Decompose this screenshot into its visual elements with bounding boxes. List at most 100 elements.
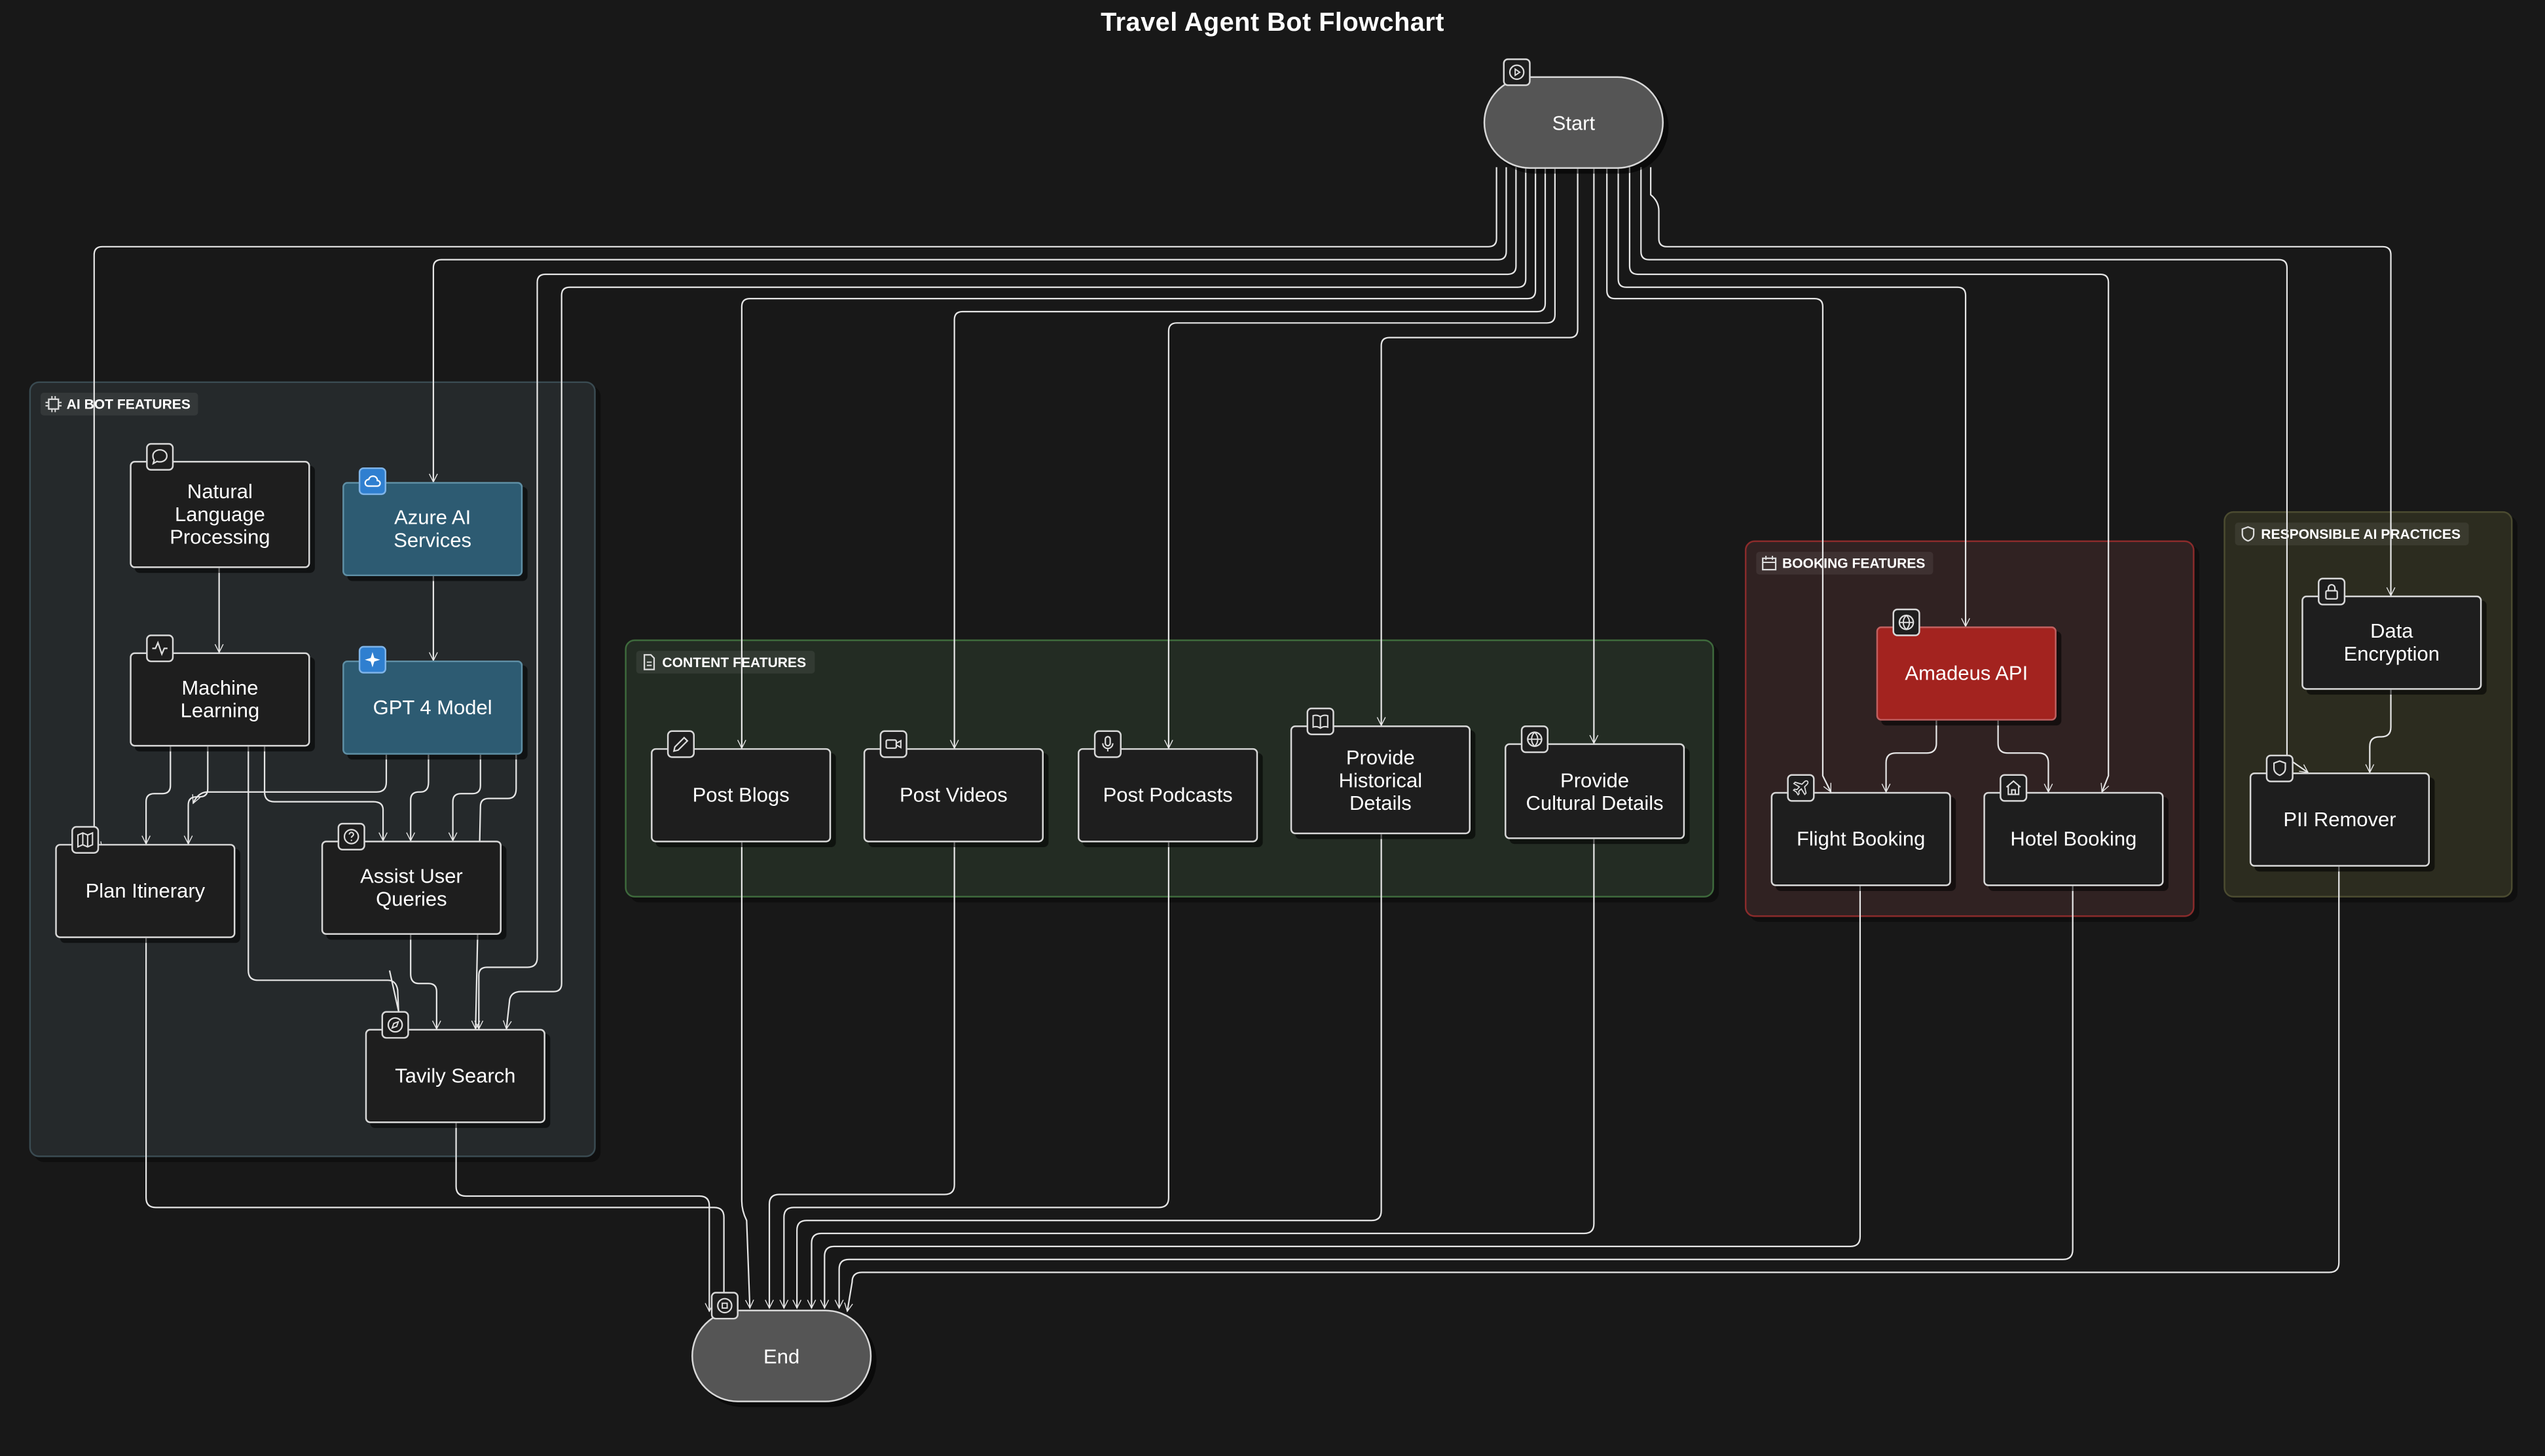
node-tavily-label: Tavily Search <box>395 1065 516 1087</box>
node-pii-label: PII Remover <box>2283 808 2396 831</box>
edge-historical-end <box>792 834 1382 1309</box>
group-label-booking-text: BOOKING FEATURES <box>1782 555 1926 572</box>
shield-icon <box>2265 754 2294 782</box>
node-tavily-search[interactable]: Tavily Search <box>365 1028 545 1123</box>
node-plan-itinerary[interactable]: Plan Itinerary <box>55 844 236 938</box>
node-gpt-label: GPT 4 Model <box>373 696 492 719</box>
sparkle-icon <box>358 646 387 674</box>
globe-icon <box>1892 608 1920 636</box>
edge-gpt-plan <box>192 754 388 805</box>
node-gpt4-model[interactable]: GPT 4 Model <box>342 660 523 755</box>
edge-pii-end <box>844 866 2340 1313</box>
pencil-icon <box>667 730 695 758</box>
activity-icon <box>146 634 174 663</box>
node-amadeus-label: Amadeus API <box>1905 662 2028 685</box>
node-ml-label: Machine Learning <box>180 676 260 723</box>
map-icon <box>71 826 100 854</box>
node-nlp[interactable]: Natural Language Processing <box>130 461 310 568</box>
edge-gpt-assist <box>406 754 430 842</box>
edge-cultural-end <box>807 839 1595 1309</box>
edge-start-hotel <box>1628 167 2110 793</box>
help-circle-icon <box>337 822 365 850</box>
edge-videos-end <box>765 842 955 1309</box>
video-icon <box>879 730 907 758</box>
azure-cloud-icon <box>358 467 387 496</box>
calendar-icon <box>1762 556 1777 571</box>
home-icon <box>2000 774 2028 802</box>
group-label-booking: BOOKING FEATURES <box>1756 551 1933 575</box>
edge-start-encryption <box>1650 167 2396 597</box>
group-label-responsible: RESPONSIBLE AI PRACTICES <box>2235 522 2469 545</box>
node-flight-label: Flight Booking <box>1796 828 1926 850</box>
edge-start-blogs <box>737 167 1537 750</box>
edge-start-flight <box>1606 167 1832 793</box>
start-node[interactable]: Start <box>1483 76 1664 169</box>
edge-amadeus-hotel <box>1997 720 2053 793</box>
edge-start-tavily-b <box>502 167 1527 1030</box>
node-post-podcasts[interactable]: Post Podcasts <box>1078 748 1258 843</box>
edge-tavily-end <box>455 1123 714 1313</box>
edge-start-amadeus <box>1617 167 1970 628</box>
edge-ml-tavily <box>247 746 400 1029</box>
edge-flight-end <box>820 886 1861 1309</box>
group-label-ai-text: AI BOT FEATURES <box>66 395 191 412</box>
node-podcasts-label: Post Podcasts <box>1103 784 1233 807</box>
edge-amadeus-flight <box>1881 720 1937 793</box>
edge-blogs-end <box>741 842 754 1309</box>
cpu-icon <box>45 395 62 412</box>
edge-start-videos <box>949 167 1547 750</box>
node-amadeus-api[interactable]: Amadeus API <box>1876 626 2057 721</box>
edge-encryption-pii <box>2365 689 2392 774</box>
stop-icon <box>710 1292 739 1320</box>
globe-icon <box>1520 725 1548 754</box>
node-cultural-details[interactable]: Provide Cultural Details <box>1505 743 1685 839</box>
edge-podcasts-end <box>779 842 1169 1309</box>
node-cultural-label: Provide Cultural Details <box>1526 768 1664 814</box>
end-node[interactable]: End <box>691 1309 872 1402</box>
shield-icon <box>2241 526 2255 542</box>
chart-title: Travel Agent Bot Flowchart <box>1101 9 1445 38</box>
edge-ml-plan <box>141 746 172 845</box>
edge-assist-tavily-a <box>410 934 441 1030</box>
node-post-videos[interactable]: Post Videos <box>863 748 1044 843</box>
node-pii-remover[interactable]: PII Remover <box>2249 773 2430 867</box>
node-data-encryption[interactable]: Data Encryption <box>2301 595 2482 690</box>
edge-gpt-assist-b <box>448 754 481 842</box>
edge-hotel-end <box>834 886 2074 1309</box>
compass-icon <box>381 1011 409 1039</box>
node-hotel-booking[interactable]: Hotel Booking <box>1983 792 2164 886</box>
node-blogs-label: Post Blogs <box>692 784 790 807</box>
node-assist-user-queries[interactable]: Assist User Queries <box>321 841 502 935</box>
node-historical-label: Provide Historical Details <box>1338 746 1423 814</box>
edge-plan-end <box>145 937 729 1313</box>
group-label-responsible-text: RESPONSIBLE AI PRACTICES <box>2261 526 2461 542</box>
lock-icon <box>2318 577 2346 606</box>
start-label: Start <box>1552 111 1596 134</box>
node-azure-ai-services[interactable]: Azure AI Services <box>342 482 523 577</box>
play-icon <box>1503 58 1531 86</box>
node-hotel-label: Hotel Booking <box>2010 828 2137 850</box>
end-label: End <box>763 1344 800 1368</box>
plane-icon <box>1787 774 1815 802</box>
node-post-blogs[interactable]: Post Blogs <box>651 748 832 843</box>
group-label-ai: AI BOT FEATURES <box>40 392 199 416</box>
edge-start-pii <box>1640 167 2309 773</box>
node-encryption-label: Data Encryption <box>2343 619 2440 666</box>
edge-start-podcasts <box>1164 167 1556 750</box>
edge-start-azure <box>429 167 1507 483</box>
edge-start-plan <box>93 167 1497 852</box>
group-label-content-text: CONTENT FEATURES <box>662 654 807 670</box>
chat-bubble-icon <box>146 443 174 471</box>
edge-ml-assist-b <box>263 746 388 842</box>
node-machine-learning[interactable]: Machine Learning <box>130 652 310 747</box>
node-videos-label: Post Videos <box>899 784 1008 807</box>
edge-start-tavily-a <box>474 167 1517 1030</box>
group-label-content: CONTENT FEATURES <box>636 651 815 674</box>
node-flight-booking[interactable]: Flight Booking <box>1770 792 1951 886</box>
file-text-icon <box>644 654 655 670</box>
node-plan-label: Plan Itinerary <box>85 879 206 903</box>
node-historical-details[interactable]: Provide Historical Details <box>1290 725 1471 835</box>
node-assist-label: Assist User Queries <box>360 865 463 911</box>
